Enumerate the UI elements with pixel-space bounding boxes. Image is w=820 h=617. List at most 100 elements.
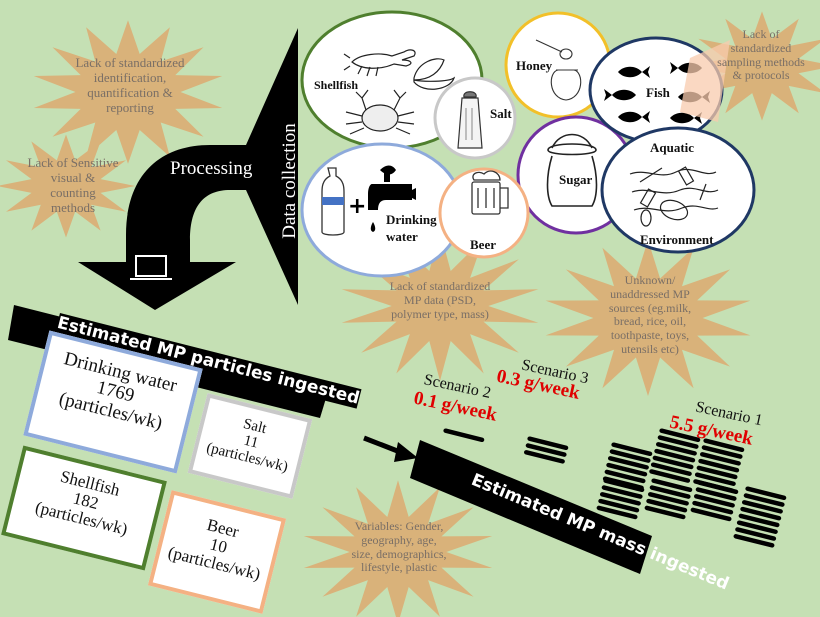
- mass-unit-bar: [652, 455, 694, 470]
- salt-circle: [433, 76, 517, 160]
- mass-unit-bar: [443, 428, 485, 443]
- challenge-text: bread, rice, oil,: [613, 314, 687, 329]
- source-label-sugar: Sugar: [559, 172, 593, 187]
- challenge-text: sources (eg.milk,: [608, 300, 692, 315]
- source-label-line: Drinking: [386, 212, 437, 227]
- bottle-icon: [321, 167, 345, 236]
- mass-unit-bar: [740, 506, 782, 521]
- mass-unit-bar: [736, 520, 778, 535]
- challenge-burst-6: Variables: Gender, geography, age, size,…: [334, 519, 464, 575]
- mass-unit-bar: [649, 485, 691, 499]
- scenario-3-stack: [524, 436, 569, 464]
- mass-unit-bar: [692, 500, 734, 515]
- mass-unit-bar: [690, 507, 732, 522]
- mass-unit-bar: [648, 492, 689, 506]
- challenge-text: size, demographics,: [351, 546, 447, 561]
- challenge-burst-1: Lack of standardized identification, qua…: [60, 55, 200, 116]
- source-label-drinking-water: Drinking water: [386, 212, 437, 246]
- challenge-text: Variables: Gender,: [354, 519, 444, 533]
- challenge-text: lifestyle, plastic: [361, 560, 437, 575]
- challenge-text: & protocols: [732, 68, 790, 83]
- mass-unit-bar: [701, 445, 743, 459]
- data-collection-label: Data collection: [279, 123, 300, 239]
- aquatic-environment-circle: [600, 126, 756, 254]
- source-label-shellfish: Shellfish: [314, 78, 359, 92]
- challenge-text: Unknown/: [624, 273, 676, 287]
- mass-unit-bar: [525, 443, 567, 457]
- source-label-line: water: [386, 228, 418, 244]
- mass-unit-bar: [656, 442, 697, 456]
- scenario-1-stack-d: [644, 478, 693, 520]
- mass-unit-bar: [694, 472, 736, 487]
- plastic-debris-icon: [629, 166, 719, 227]
- challenge-starburst-5: [545, 240, 751, 396]
- laptop-icon: [130, 255, 172, 280]
- challenge-text: geography, age,: [361, 532, 437, 547]
- scenario-1-stack-g: [733, 486, 787, 548]
- challenge-text: quantification &: [87, 84, 173, 100]
- mass-unit-bar: [644, 505, 686, 520]
- flow-arrow: [363, 435, 418, 462]
- challenge-burst-5: Unknown/ unaddressed MP sources (eg.milk…: [590, 273, 710, 357]
- mass-unit-bar: [598, 498, 640, 513]
- mass-unit-bar: [745, 486, 787, 501]
- mass-unit-bar: [609, 449, 651, 463]
- mass-unit-bar: [604, 469, 646, 484]
- challenge-text: MP data (PSD,: [404, 292, 476, 307]
- mass-unit-bar: [608, 456, 649, 470]
- mass-unit-bar: [743, 493, 785, 507]
- challenge-text: identification,: [93, 69, 167, 85]
- source-label-environment: Environment: [640, 232, 714, 247]
- scenario-1-stack-c: [649, 428, 701, 483]
- challenge-text: sampling methods: [717, 54, 805, 69]
- processing-arrow: [78, 28, 298, 310]
- source-label-honey: Honey: [516, 58, 553, 73]
- mass-unit-bar: [697, 480, 739, 495]
- challenge-text: Lack of: [742, 27, 780, 41]
- challenge-burst-2: Lack of Sensitive visual & counting meth…: [18, 155, 128, 216]
- challenge-text: utensils etc): [621, 341, 679, 356]
- crab-icon: [345, 89, 415, 135]
- source-label-salt: Salt: [490, 106, 512, 121]
- salt-shaker-icon: [457, 91, 483, 149]
- mass-unit-bar: [603, 478, 645, 493]
- mass-unit-bar: [524, 450, 565, 464]
- challenge-text: standardized: [730, 40, 792, 55]
- source-label-aquatic: Aquatic: [650, 140, 695, 155]
- beer-mug-icon: [471, 170, 509, 215]
- mass-unit-bar: [703, 438, 745, 453]
- mass-unit-bar: [659, 428, 701, 443]
- mass-unit-bar: [596, 505, 638, 520]
- mass-unit-bar: [646, 498, 688, 513]
- challenge-text: visual &: [50, 169, 96, 185]
- highlight-wedge: [680, 40, 730, 122]
- mass-banner-bar: [410, 440, 652, 574]
- challenge-text: methods: [50, 199, 96, 215]
- mass-unit-bar: [600, 492, 641, 506]
- mass-unit-bar: [611, 442, 653, 457]
- mass-unit-bar: [650, 462, 692, 477]
- challenge-text: Lack of Sensitive: [27, 155, 119, 170]
- mass-unit-bar: [698, 458, 740, 473]
- challenge-starburst-3: [688, 11, 820, 121]
- source-label-fish: Fish: [646, 85, 670, 100]
- challenge-text: Lack of standardized: [75, 55, 185, 70]
- mass-unit-bar: [601, 485, 643, 499]
- challenge-text: Lack of standardized: [389, 279, 491, 293]
- clam-icon: [413, 58, 456, 90]
- mass-unit-bar: [651, 478, 693, 493]
- challenge-starburst-2: [0, 134, 136, 238]
- scenario-2-stack: [443, 428, 485, 443]
- mass-unit-bar: [527, 436, 569, 451]
- mass-unit-bar: [657, 435, 699, 449]
- source-label-beer: Beer: [470, 237, 496, 252]
- scenario-1-stack-f: [690, 480, 739, 522]
- mass-stacks: [443, 428, 787, 548]
- mass-unit-bar: [606, 462, 648, 477]
- challenge-text: polymer type, mass): [391, 306, 489, 321]
- mass-unit-bar: [738, 513, 780, 528]
- challenge-burst-3: Lack of standardized sampling methods & …: [706, 27, 816, 83]
- challenge-starburst-6: [303, 480, 493, 617]
- tap-icon: [368, 165, 416, 232]
